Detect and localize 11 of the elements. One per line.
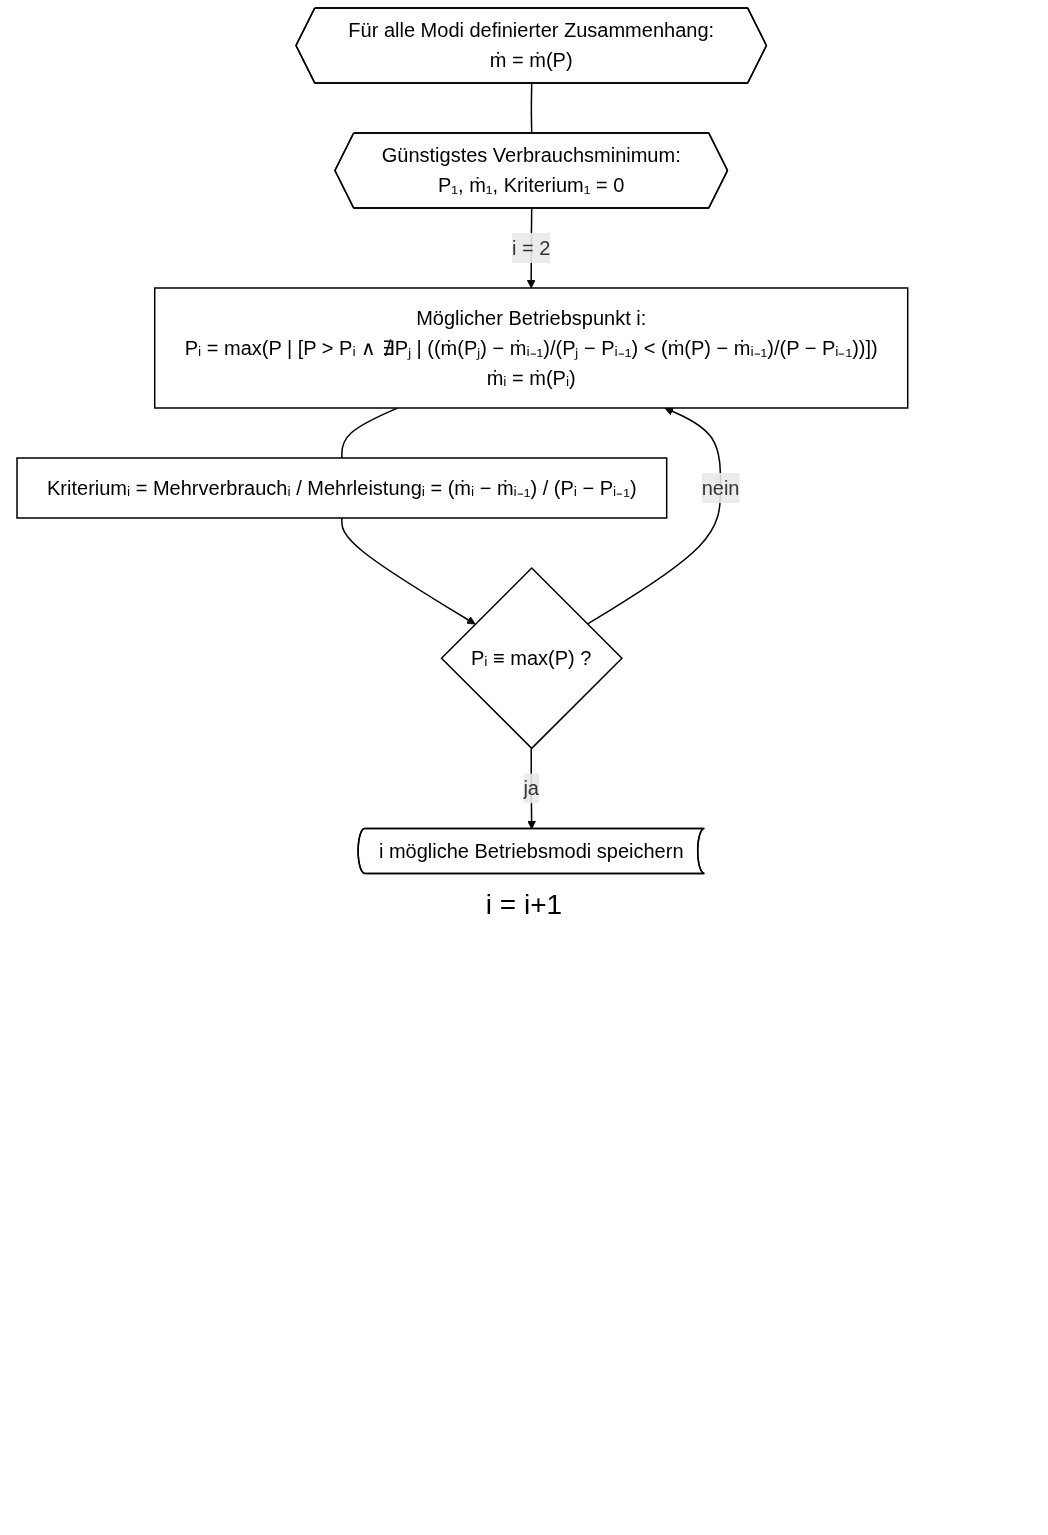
node-diamond: Pᵢ ≡ max(P) ? [440,566,623,750]
connector [530,82,533,135]
edge-label: nein [701,476,740,499]
arrow [341,517,476,625]
arrow [586,407,722,625]
edge-label: i = 2 [512,237,551,259]
connector [341,407,399,459]
node-box: Kriteriumᵢ = Mehrverbrauchᵢ / Mehrleistungᵢ = (ṁᵢ − ṁᵢ₋₁) / (Pᵢ − Pᵢ₋₁) [16,457,668,519]
node-box: Möglicher Betriebspunkt i: Pᵢ = max(P | [P > Pᵢ ∧ ∄Pⱼ | ((ṁ(Pⱼ) − ṁᵢ₋₁)/(Pⱼ − Pᵢ₋₁) < (ṁ(P) − ṁᵢ₋₁)/(P − Pᵢ₋₁))]) ṁᵢ = ṁ(Pᵢ) [153,287,909,409]
edge-label: ja [523,777,539,800]
loop-note: i = i+1 [484,889,564,922]
